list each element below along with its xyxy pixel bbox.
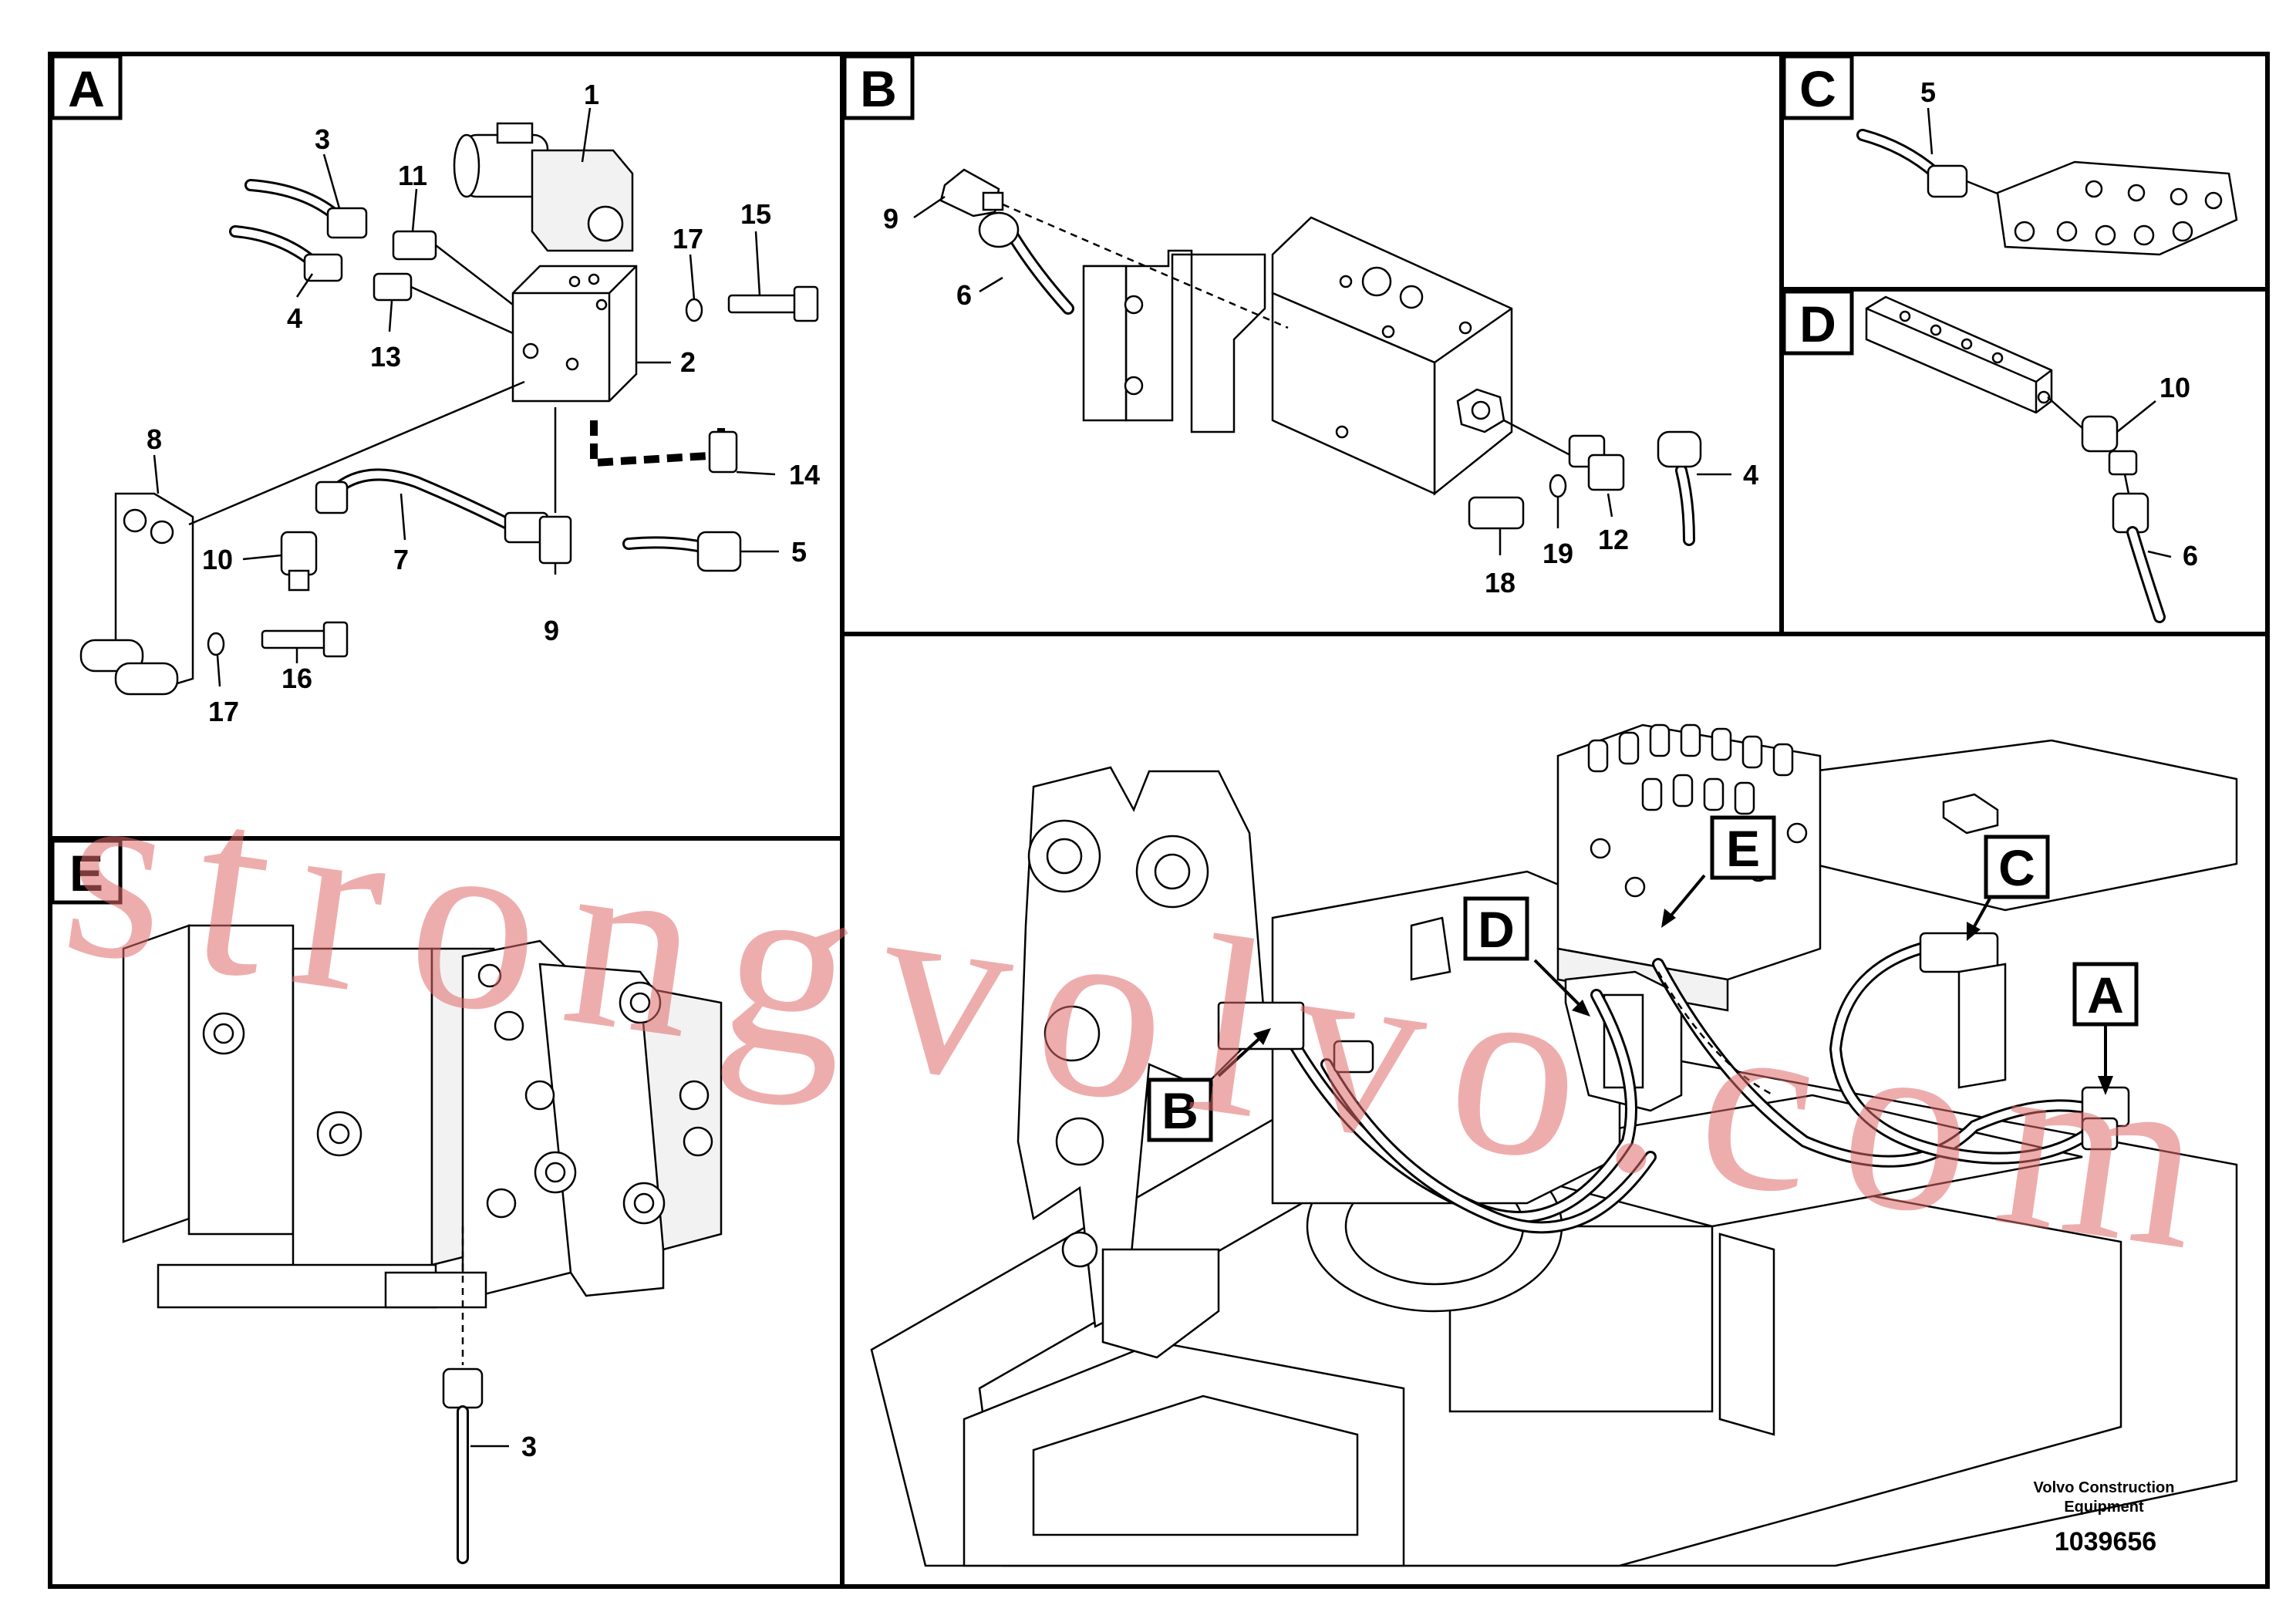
- panel-c: C 5: [1779, 52, 2270, 292]
- valve-block: [511, 265, 638, 403]
- footer-drawing-number: 1039656: [2055, 1527, 2156, 1556]
- callout-a-8: 8: [147, 423, 162, 455]
- callout-a-5: 5: [791, 536, 807, 568]
- panel-c-letter: C: [1799, 60, 1836, 117]
- panel-d: D 10 6: [1779, 287, 2270, 636]
- panel-b: B 9 6: [840, 52, 1784, 636]
- main-control-valve: [1556, 723, 1822, 1012]
- callout-a-7: 7: [393, 544, 409, 575]
- callout-e-3: 3: [521, 1431, 537, 1462]
- callout-b-6: 6: [956, 279, 972, 311]
- overview-marker-d: D: [1478, 901, 1515, 958]
- panel-overview: A B C D E Volvo Construction Equipment 1…: [840, 632, 2270, 1589]
- callout-d-6: 6: [2183, 540, 2198, 572]
- callout-a-14: 14: [789, 459, 820, 491]
- callout-a-2: 2: [680, 346, 696, 378]
- callout-a-17-bottom: 17: [208, 696, 239, 727]
- panel-d-letter: D: [1799, 295, 1836, 352]
- callout-a-10: 10: [202, 544, 233, 575]
- panel-b-letter: B: [860, 60, 897, 117]
- footer-company-line1: Volvo Construction: [2034, 1479, 2175, 1496]
- callout-b-4: 4: [1743, 459, 1758, 491]
- panel-a-letter: A: [68, 60, 105, 117]
- callout-a-1: 1: [584, 79, 599, 110]
- overview-marker-a: A: [2087, 966, 2124, 1023]
- callout-b-9: 9: [883, 203, 899, 234]
- mounting-bracket: [79, 492, 194, 696]
- callout-a-17-top: 17: [673, 223, 703, 255]
- panel-e-letter: E: [69, 845, 103, 902]
- overview-marker-e: E: [1726, 820, 1760, 877]
- overview-marker-b: B: [1161, 1082, 1199, 1139]
- callout-b-19: 19: [1542, 538, 1573, 569]
- callout-a-15: 15: [740, 198, 771, 230]
- callout-a-16: 16: [282, 663, 312, 694]
- callout-a-3: 3: [315, 123, 330, 155]
- callout-b-12: 12: [1598, 524, 1629, 555]
- callout-a-4: 4: [287, 302, 302, 334]
- panel-a: A: [48, 52, 845, 841]
- callout-a-13: 13: [370, 341, 401, 373]
- callout-b-18: 18: [1485, 567, 1515, 599]
- overview-marker-c: C: [1998, 839, 2035, 896]
- callout-a-11: 11: [398, 160, 427, 191]
- callout-a-9: 9: [544, 615, 559, 646]
- footer-company-line2: Equipment: [2064, 1499, 2144, 1516]
- panel-e: E 3: [48, 836, 845, 1589]
- solenoid-valve: [453, 122, 634, 252]
- callout-c-5: 5: [1920, 76, 1936, 108]
- callout-d-10: 10: [2159, 372, 2190, 403]
